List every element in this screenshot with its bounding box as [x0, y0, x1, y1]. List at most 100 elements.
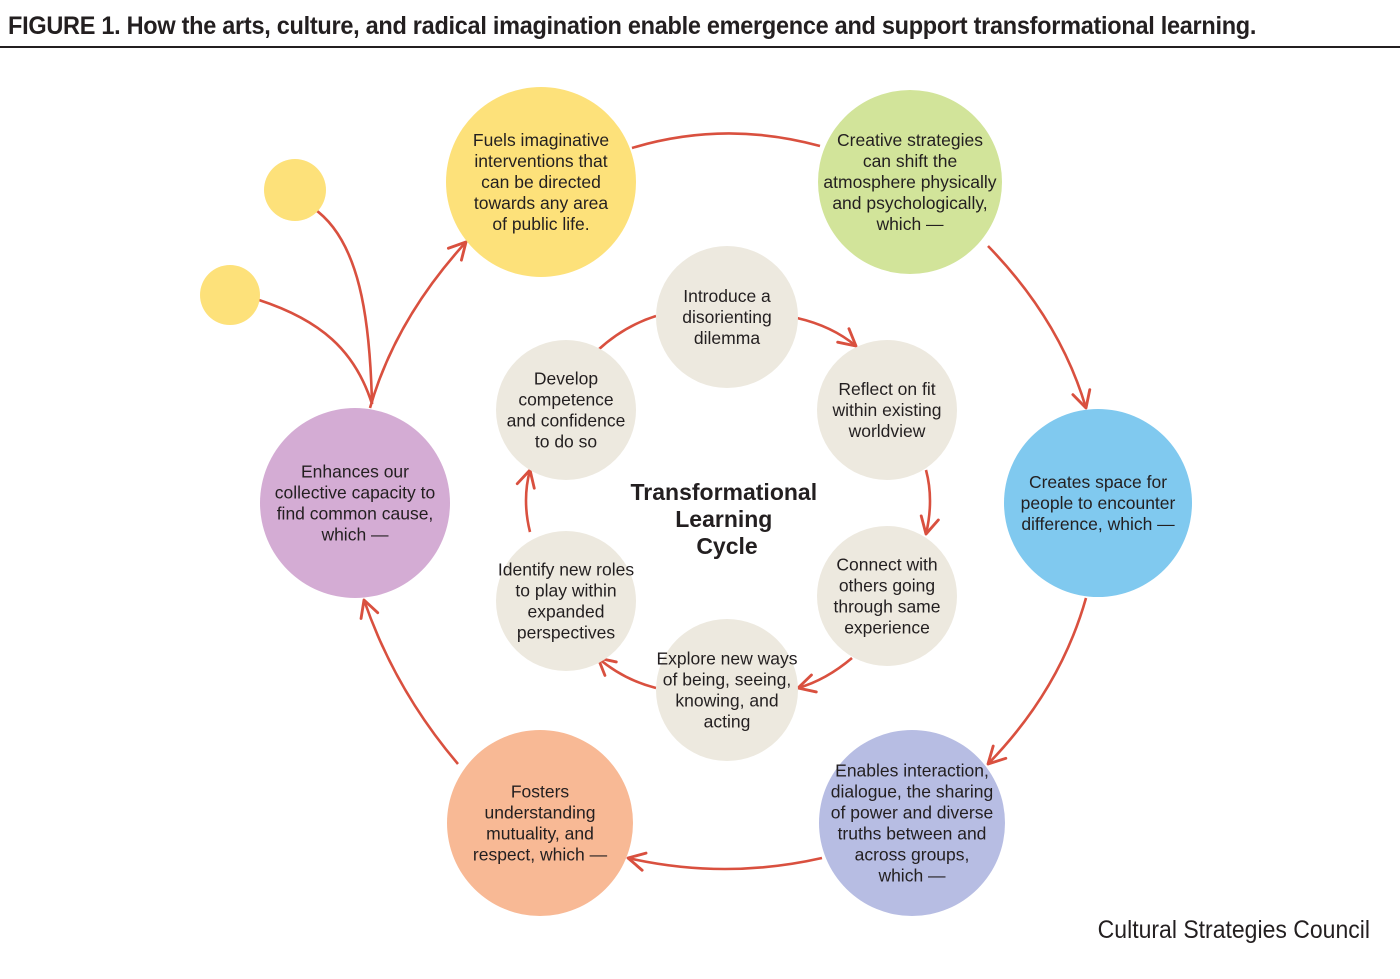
- center-label-line: Transformational: [631, 479, 818, 505]
- node-label-line: worldview: [848, 421, 926, 441]
- arrow-fosters-to-enhances: [359, 598, 459, 765]
- node-label-line: others going: [839, 576, 935, 596]
- inner-circle: [817, 526, 957, 666]
- node-label-line: within existing: [832, 400, 942, 420]
- node-label-line: which —: [320, 525, 389, 545]
- outer-cycle-arrows: [359, 132, 1092, 872]
- accent-dot-lower: [200, 265, 260, 325]
- arrow-creates-space-to-enables: [986, 597, 1088, 766]
- node-label-line: Fuels imaginative: [473, 130, 609, 150]
- center-label: Transformational Learning Cycle: [631, 479, 824, 559]
- node-label-line: and confidence: [507, 411, 626, 431]
- arrow-develop-to-introduce: [597, 314, 657, 351]
- arrow-creative-to-creates-space: [987, 245, 1092, 410]
- node-label-line: can shift the: [863, 151, 957, 171]
- arrow-enhances-to-fuels: [368, 240, 468, 409]
- node-label-line: perspectives: [517, 623, 615, 643]
- node-label-line: dilemma: [694, 328, 760, 348]
- arrow-identify-to-develop: [515, 468, 536, 533]
- arrow-fuels-to-creative: [631, 132, 821, 150]
- title-divider: [0, 46, 1400, 48]
- node-label-line: mutuality, and: [486, 824, 594, 844]
- node-label-line: difference, which —: [1021, 514, 1175, 534]
- node-label-line: across groups,: [855, 845, 970, 865]
- node-label-line: to do so: [535, 432, 597, 452]
- inner-circle: [656, 246, 798, 388]
- accent-dot-upper: [264, 159, 326, 221]
- node-label-line: Enhances our: [301, 462, 409, 482]
- outer-node-enables: Enables interaction,dialogue, the sharin…: [819, 730, 1005, 916]
- inner-cycle-arrows: [515, 314, 940, 694]
- node-label-line: Enables interaction,: [835, 761, 989, 781]
- outer-circle: [819, 730, 1005, 916]
- outer-circle: [447, 730, 633, 916]
- node-label-line: understanding: [485, 803, 596, 823]
- node-label-line: Creates space for: [1029, 472, 1167, 492]
- outer-circle: [260, 408, 450, 598]
- outer-circle: [818, 90, 1002, 274]
- node-label-line: which —: [875, 214, 944, 234]
- arrow-enables-to-fosters: [626, 851, 823, 872]
- node-label-line: towards any area: [474, 193, 609, 213]
- inner-circle: [496, 340, 636, 480]
- node-label-line: respect, which —: [473, 845, 608, 865]
- node-label-line: to play within: [515, 581, 616, 601]
- center-label-line: Learning: [675, 506, 772, 532]
- node-label-line: Reflect on fit: [838, 379, 935, 399]
- node-label-line: and psychologically,: [832, 193, 987, 213]
- inner-circle: [496, 531, 636, 671]
- arrow-connect-to-explore: [796, 657, 853, 694]
- node-label-line: acting: [704, 712, 751, 732]
- source-credit: Cultural Strategies Council: [1097, 916, 1370, 944]
- node-label-line: disorienting: [682, 307, 772, 327]
- node-label-line: people to encounter: [1021, 493, 1176, 513]
- branch-to-upper-dot: [312, 206, 374, 405]
- node-label-line: of being, seeing,: [663, 670, 791, 690]
- node-label-line: Connect with: [836, 555, 937, 575]
- outer-circle: [446, 87, 636, 277]
- node-label-line: experience: [844, 618, 930, 638]
- node-label-line: expanded: [528, 602, 605, 622]
- node-label-line: find common cause,: [277, 504, 434, 524]
- node-label-line: atmosphere physically: [823, 172, 996, 192]
- node-label-line: competence: [518, 390, 613, 410]
- node-label-line: of public life.: [492, 214, 589, 234]
- node-label-line: of power and diverse: [831, 803, 993, 823]
- node-label-line: which —: [877, 866, 946, 886]
- arrow-reflect-to-connect: [919, 469, 940, 536]
- node-label-line: collective capacity to: [275, 483, 436, 503]
- node-label-line: Introduce a: [683, 286, 771, 306]
- center-label-line: Cycle: [696, 533, 757, 559]
- emergence-branches: [258, 206, 374, 405]
- node-label-line: interventions that: [474, 151, 607, 171]
- node-label-line: Fosters: [511, 782, 570, 802]
- node-label-line: Identify new roles: [498, 560, 634, 580]
- inner-circle: [817, 340, 957, 480]
- branch-to-lower-dot: [258, 298, 374, 405]
- node-label-line: Develop: [534, 369, 598, 389]
- node-label-line: truths between and: [838, 824, 987, 844]
- inner-circle: [656, 619, 798, 761]
